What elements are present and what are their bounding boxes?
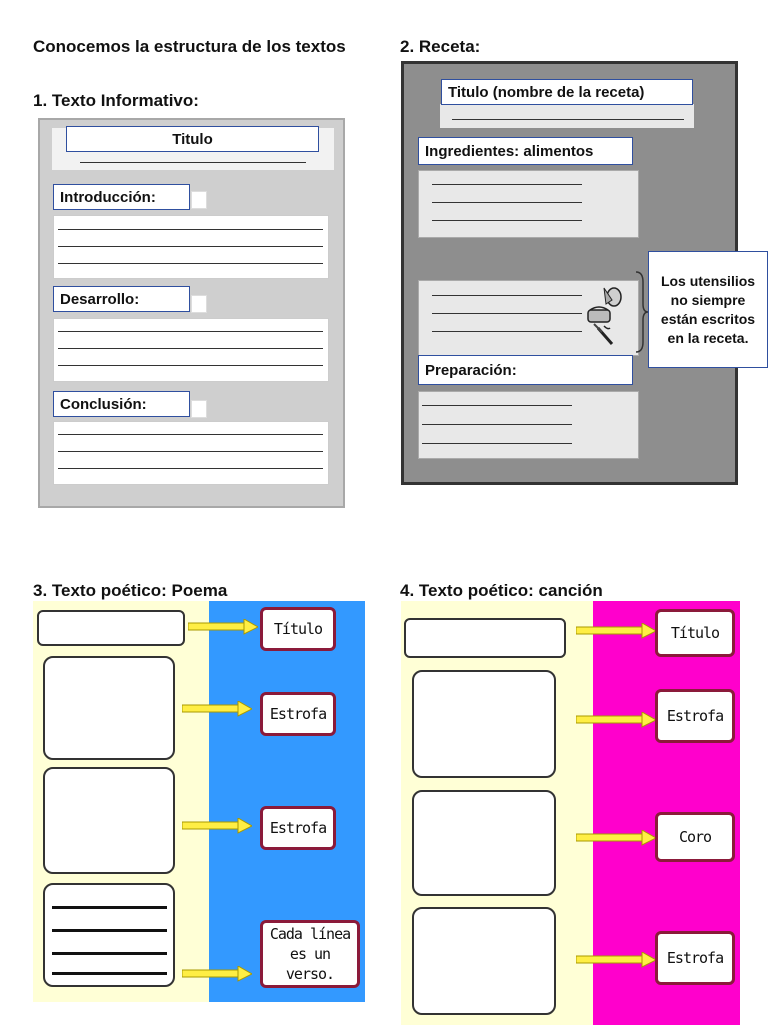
cancion-coro-box	[412, 790, 556, 896]
cancion-tag-coro: Coro	[655, 812, 735, 862]
tab	[191, 191, 207, 209]
cancion-estrofa-box	[412, 670, 556, 778]
utensils-icon	[587, 287, 622, 345]
poema-title-box	[37, 610, 185, 646]
poema-heading: 3. Texto poético: Poema	[33, 581, 228, 600]
poema-tag-estrofa: Estrofa	[260, 692, 336, 736]
poema-estrofa-box	[43, 767, 175, 874]
cancion-tag-estrofa: Estrofa	[655, 931, 735, 985]
arrow-icon	[182, 818, 252, 834]
cancion-heading: 4. Texto poético: canción	[400, 581, 603, 600]
cancion-estrofa-box	[412, 907, 556, 1015]
informativo-heading: 1. Texto Informativo:	[33, 91, 199, 110]
ingredientes-label: Ingredientes: alimentos	[418, 137, 633, 165]
arrow-icon	[576, 952, 656, 968]
arrow-icon	[182, 701, 252, 717]
conclusion-label: Conclusión:	[53, 391, 190, 417]
arrow-icon	[576, 712, 656, 728]
arrow-icon	[576, 623, 656, 639]
informativo-title-label: Titulo	[66, 126, 319, 152]
desarrollo-label: Desarrollo:	[53, 286, 190, 312]
poema-tag-titulo: Título	[260, 607, 336, 651]
title-line	[80, 162, 306, 163]
poema-tag-verso: Cada línea es un verso.	[260, 920, 360, 988]
receta-heading: 2. Receta:	[400, 37, 481, 56]
utensilios-callout: Los utensilios no siempre están escritos…	[648, 251, 768, 368]
desarrollo-lines	[53, 318, 329, 382]
page-title: Conocemos la estructura de los textos	[33, 37, 346, 56]
preparacion-label: Preparación:	[418, 355, 633, 385]
arrow-icon	[576, 830, 656, 846]
poema-verso-box	[43, 883, 175, 987]
intro-lines	[53, 215, 329, 279]
arrow-icon	[188, 619, 258, 635]
receta-title-label: Titulo (nombre de la receta)	[441, 79, 693, 105]
poema-tag-estrofa: Estrofa	[260, 806, 336, 850]
preparacion-lines	[418, 391, 639, 459]
cancion-tag-titulo: Título	[655, 609, 735, 657]
cancion-title-box	[404, 618, 566, 658]
cancion-tag-estrofa: Estrofa	[655, 689, 735, 743]
tab	[191, 400, 207, 418]
tab	[191, 295, 207, 313]
poema-estrofa-box	[43, 656, 175, 760]
conclusion-lines	[53, 421, 329, 485]
ingredientes-lines	[418, 170, 639, 238]
intro-label: Introducción:	[53, 184, 190, 210]
arrow-icon	[182, 966, 252, 982]
